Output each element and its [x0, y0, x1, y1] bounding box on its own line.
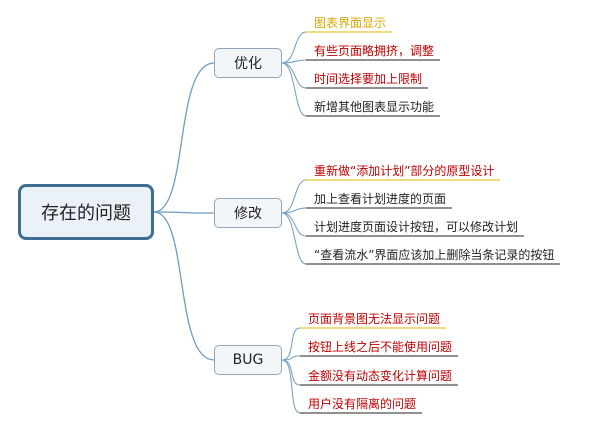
- leaf-button-bug[interactable]: 按钮上线之后不能使用问题: [308, 340, 453, 354]
- leaf-redesign-add-plan[interactable]: 重新做“添加计划”部分的原型设计: [314, 164, 495, 178]
- leaf-user-isolation-bug[interactable]: 用户没有隔离的问题: [308, 397, 417, 411]
- branch-leaf-connector: [281, 207, 307, 214]
- branch-leaf-connector: [281, 327, 301, 361]
- root-branch-connector: [153, 211, 215, 361]
- leaf-delete-record-button[interactable]: “查看流水”界面应该加上删除当条记录的按钮: [314, 248, 555, 262]
- leaf-crowded-pages[interactable]: 有些页面略拥挤，调整: [314, 44, 435, 58]
- branch-leaf-connector: [281, 59, 307, 64]
- branch-optimize[interactable]: 优化: [214, 48, 282, 78]
- leaf-chart-display[interactable]: 图表界面显示: [314, 16, 387, 30]
- leaf-time-limit[interactable]: 时间选择要加上限制: [314, 72, 423, 86]
- branch-bug[interactable]: BUG: [214, 345, 282, 375]
- root-branch-connector: [153, 62, 215, 213]
- branch-leaf-connector: [281, 212, 307, 265]
- branch-leaf-connector: [281, 31, 307, 64]
- leaf-new-charts[interactable]: 新增其他图表显示功能: [314, 100, 435, 114]
- leaf-amount-calc-bug[interactable]: 金额没有动态变化计算问题: [308, 369, 453, 383]
- leaf-plan-progress-page[interactable]: 加上查看计划进度的页面: [314, 192, 447, 206]
- root-topic[interactable]: 存在的问题: [18, 184, 154, 240]
- branch-leaf-connector: [281, 359, 301, 414]
- branch-modify[interactable]: 修改: [214, 198, 282, 228]
- leaf-bg-image-bug[interactable]: 页面背景图无法显示问题: [308, 312, 441, 326]
- branch-leaf-connector: [281, 62, 307, 117]
- leaf-progress-buttons[interactable]: 计划进度页面设计按钮，可以修改计划: [314, 220, 519, 234]
- root-branch-connector: [153, 211, 215, 214]
- branch-leaf-connector: [281, 212, 307, 237]
- connector-lines: [153, 31, 560, 414]
- branch-leaf-connector: [281, 179, 307, 214]
- branch-leaf-connector: [281, 355, 301, 361]
